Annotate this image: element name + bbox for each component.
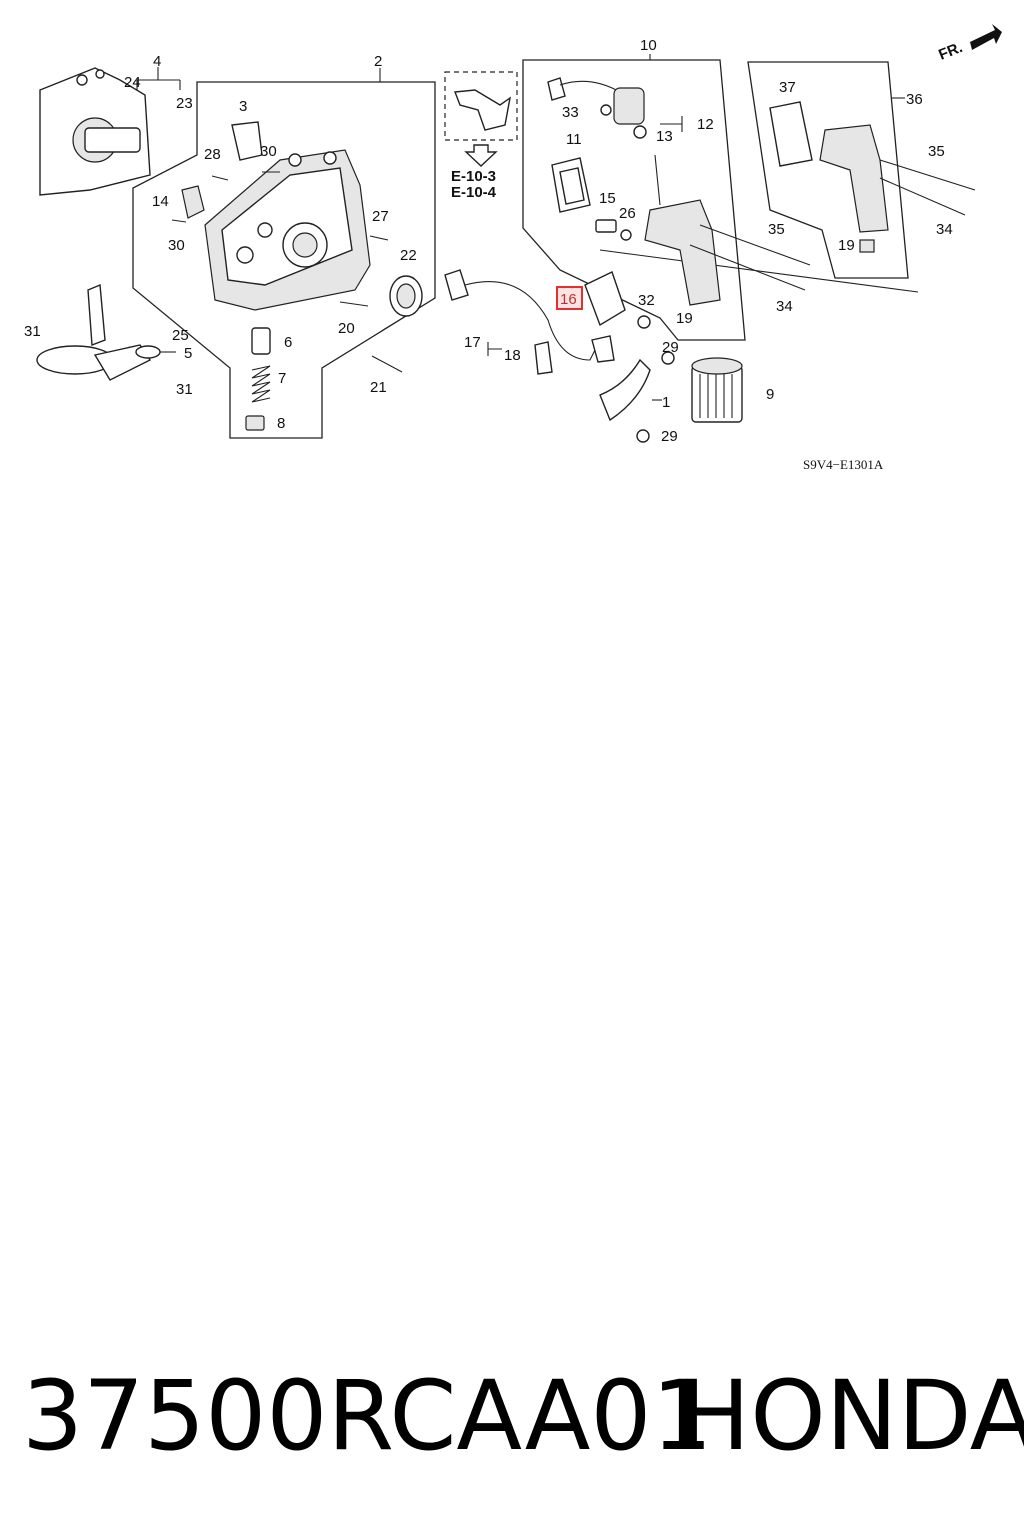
engine-block-fragment [39, 67, 151, 196]
parts-diagram: FR. 1 2 3 4 5 6 7 8 9 10 11 12 13 14 15 … [24, 24, 1002, 472]
callout-20: 20 [338, 320, 355, 337]
vtc-solenoid-parts [547, 77, 647, 213]
callout-23: 23 [176, 95, 193, 112]
callout-16: 16 [560, 291, 577, 308]
callout-4: 4 [153, 53, 161, 70]
part-number: 37500RCAA01 [22, 1360, 713, 1472]
oil-seal-part-22 [389, 275, 423, 317]
callout-36: 36 [906, 91, 923, 108]
callout-28: 28 [204, 146, 221, 163]
callout-17: 17 [464, 334, 481, 351]
callout-21: 21 [370, 379, 387, 396]
callout-35-a: 35 [768, 221, 785, 238]
callout-1: 1 [662, 394, 670, 411]
callout-11: 11 [566, 131, 582, 148]
callout-32: 32 [638, 292, 655, 309]
sensor-part-14 [181, 185, 205, 219]
callout-24: 24 [124, 74, 141, 91]
group-outline-dashed-ref [444, 71, 518, 141]
brand-name: HONDA [678, 1360, 1024, 1472]
callout-12: 12 [697, 116, 714, 133]
reference-arrow-down [464, 144, 498, 167]
callout-29-a: 29 [662, 339, 679, 356]
callout-18: 18 [504, 347, 521, 364]
callout-8: 8 [277, 415, 285, 432]
callout-13: 13 [656, 128, 673, 145]
group-outline-oil-pump [132, 81, 436, 439]
callout-22: 22 [400, 247, 417, 264]
callout-10: 10 [640, 37, 657, 54]
callout-29-b: 29 [661, 428, 678, 445]
callout-27: 27 [372, 208, 389, 225]
callout-9: 9 [766, 386, 774, 403]
group-outline-strainer [747, 61, 909, 279]
wire-harness-parts [444, 269, 675, 443]
callout-25: 25 [172, 327, 189, 344]
reference-bracket-drawing [454, 89, 511, 131]
relief-valve-parts [245, 327, 271, 431]
vtc-housing [595, 154, 721, 306]
callout-37: 37 [779, 79, 796, 96]
oil-filter-part-9 [691, 357, 743, 423]
callout-34-a: 34 [776, 298, 793, 315]
oil-pump-housing [204, 149, 371, 311]
strainer-assembly-36 [769, 101, 976, 253]
direction-arrow-icon [970, 24, 1002, 50]
callout-leaders [136, 54, 905, 401]
bolts [171, 171, 403, 373]
callout-30-b: 30 [168, 237, 185, 254]
callout-5: 5 [184, 345, 192, 362]
callout-14: 14 [152, 193, 169, 210]
long-bolt-34 [689, 244, 806, 291]
callout-33: 33 [562, 104, 579, 121]
subref-label-1: E-10-3 [451, 168, 496, 185]
oil-strainer-part-5 [36, 283, 161, 381]
divider-line [599, 249, 919, 293]
diagram-reference-code: S9V4−E1301A [803, 457, 884, 472]
callout-31-b: 31 [176, 381, 193, 398]
callout-34-b: 34 [936, 221, 953, 238]
subref-label-2: E-10-4 [451, 184, 497, 201]
callout-2: 2 [374, 53, 382, 70]
callout-15: 15 [599, 190, 616, 207]
callout-7: 7 [278, 370, 286, 387]
group-outline-vtc [522, 59, 746, 341]
callout-26: 26 [619, 205, 636, 222]
callout-35-b: 35 [928, 143, 945, 160]
callout-30-a: 30 [260, 143, 277, 160]
footer: 37500RCAA01 HONDA [0, 1360, 1024, 1480]
callout-31-a: 31 [24, 323, 41, 340]
direction-label: FR. [936, 39, 965, 64]
callout-19-a: 19 [676, 310, 693, 327]
highlight-box [556, 286, 583, 310]
gasket-part-3 [231, 121, 263, 161]
callout-19-b: 19 [838, 237, 855, 254]
long-bolt-35 [699, 224, 811, 266]
callout-6: 6 [284, 334, 292, 351]
callout-3: 3 [239, 98, 247, 115]
